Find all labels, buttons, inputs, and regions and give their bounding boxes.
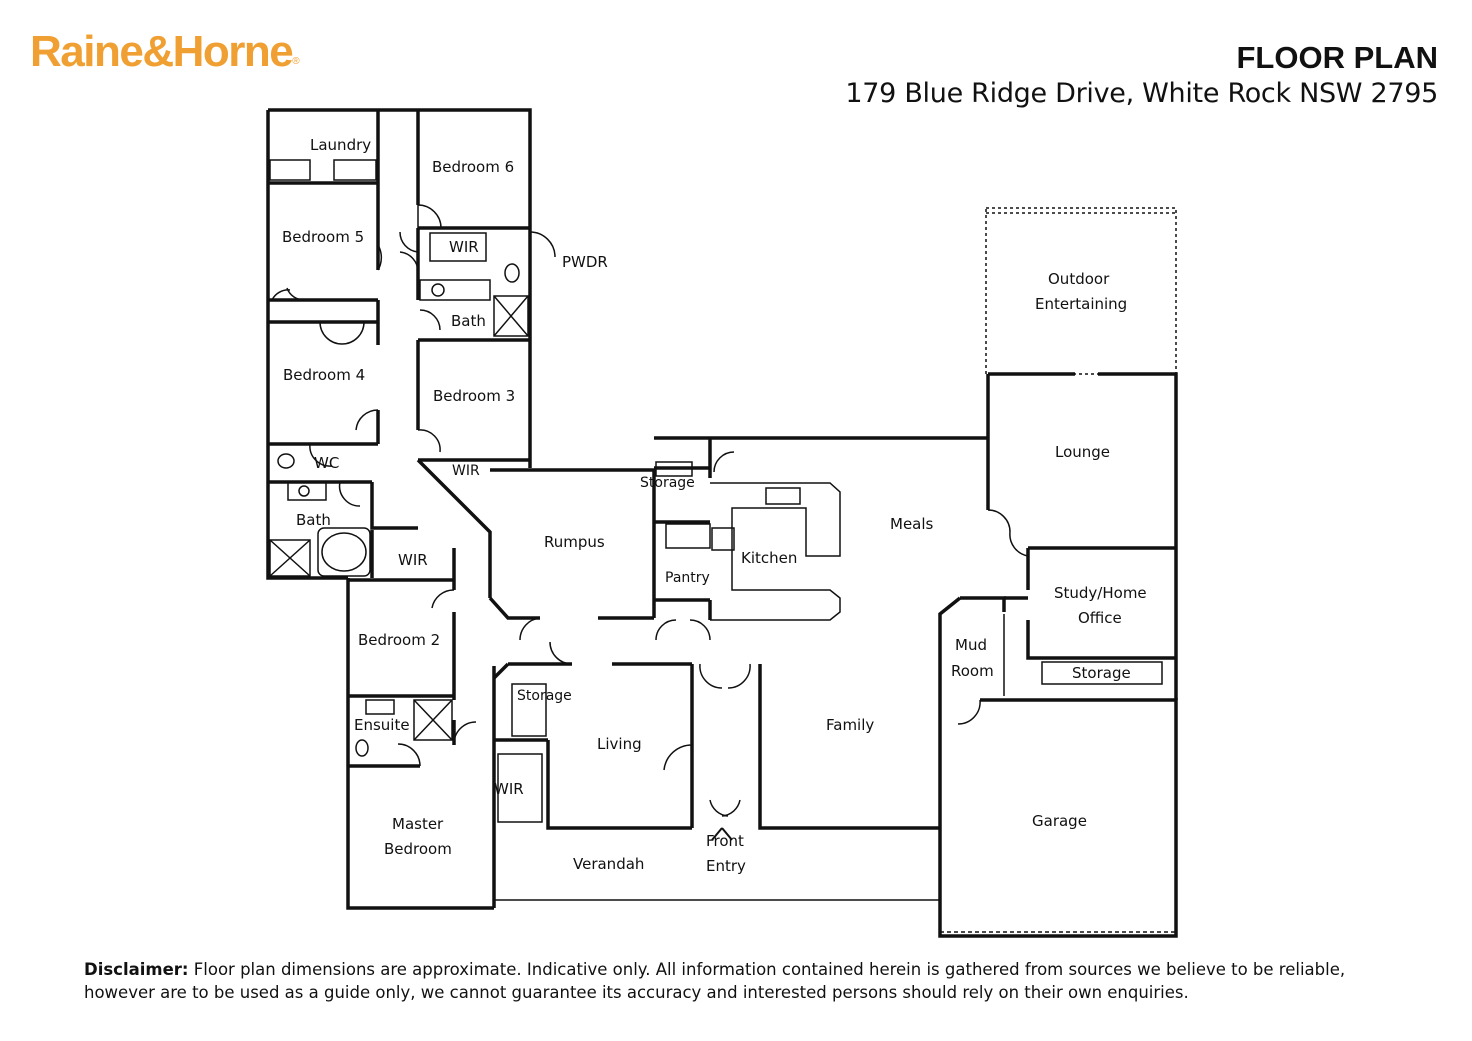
room-labels: Laundry Bedroom 6 Bedroom 5 WIR PWDR Bat… (282, 136, 1147, 875)
room-outdoor-1: Outdoor (1048, 270, 1110, 288)
room-meals: Meals (890, 515, 934, 533)
page-title: FLOOR PLAN (1236, 40, 1439, 75)
room-lounge: Lounge (1055, 443, 1110, 461)
room-bedroom-4: Bedroom 4 (283, 366, 365, 384)
room-bath-lower: Bath (296, 511, 331, 529)
logo-text: Raine&Horne (30, 27, 294, 76)
room-wir-master: WIR (494, 780, 524, 798)
room-bath-upper: Bath (451, 312, 486, 330)
room-front-1: Front (706, 832, 744, 850)
walls (266, 108, 1178, 938)
raine-horne-logo: Raine&Horne® (30, 30, 350, 110)
disclaimer: Disclaimer: Floor plan dimensions are ap… (84, 958, 1404, 1004)
room-wc: WC (314, 454, 339, 472)
room-mud-1: Mud (955, 636, 987, 654)
room-wir-bed2: WIR (398, 551, 428, 569)
room-pwdr: PWDR (562, 253, 608, 271)
room-bedroom-5: Bedroom 5 (282, 228, 364, 246)
doors (271, 204, 1029, 841)
room-study-1: Study/Home (1054, 584, 1147, 602)
room-storage-top: Storage (640, 475, 695, 491)
room-pantry: Pantry (665, 570, 710, 586)
room-laundry: Laundry (310, 136, 371, 154)
room-garage: Garage (1032, 812, 1087, 830)
disclaimer-line-2: however are to be used as a guide only, … (84, 983, 1189, 1002)
room-verandah: Verandah (573, 855, 644, 873)
room-study-2: Office (1078, 609, 1122, 627)
disclaimer-label: Disclaimer: (84, 960, 189, 979)
room-rumpus: Rumpus (544, 533, 605, 551)
room-mud-2: Room (951, 662, 994, 680)
registered-mark: ® (292, 56, 300, 67)
room-bedroom-2: Bedroom 2 (358, 631, 440, 649)
room-family: Family (826, 716, 874, 734)
room-storage-study: Storage (1072, 664, 1131, 682)
room-kitchen: Kitchen (741, 549, 797, 567)
room-outdoor-2: Entertaining (1035, 295, 1127, 313)
room-ensuite: Ensuite (354, 716, 410, 734)
fixtures (269, 159, 1177, 933)
room-bedroom-3: Bedroom 3 (433, 387, 515, 405)
property-address: 179 Blue Ridge Drive, White Rock NSW 279… (845, 78, 1438, 109)
room-master-2: Bedroom (384, 840, 452, 858)
room-bedroom-6: Bedroom 6 (432, 158, 514, 176)
room-wir-upper: WIR (449, 238, 479, 256)
room-storage-living: Storage (517, 688, 572, 704)
room-living: Living (597, 735, 642, 753)
disclaimer-line-1: Floor plan dimensions are approximate. I… (188, 960, 1346, 979)
room-wir-mid: WIR (452, 463, 480, 479)
room-front-2: Entry (706, 857, 746, 875)
room-master-1: Master (392, 815, 444, 833)
